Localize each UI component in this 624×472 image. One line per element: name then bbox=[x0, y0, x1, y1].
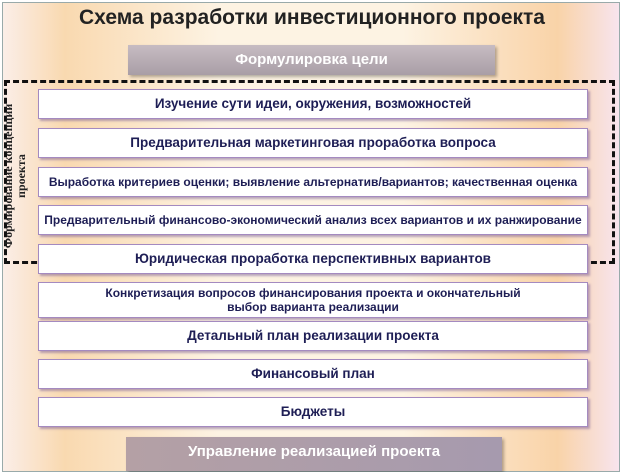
start-box: Формулировка цели bbox=[128, 45, 495, 75]
diagram-title: Схема разработки инвестиционного проекта bbox=[79, 6, 545, 29]
concept-group-label: Формирование концепции проекта bbox=[1, 103, 28, 249]
step-box: Выработка критериев оценки; выявление ал… bbox=[38, 167, 588, 206]
step-box: Юридическая проработка перспективных вар… bbox=[38, 244, 588, 283]
step-box: Детальный план реализации проекта bbox=[38, 321, 588, 360]
step-box: Конкретизация вопросов финансирования пр… bbox=[38, 282, 588, 327]
step-box: Предварительный финансово-экономический … bbox=[38, 205, 588, 244]
step-box: Предварительная маркетинговая проработка… bbox=[38, 128, 588, 167]
step-box: Изучение сути идеи, окружения, возможнос… bbox=[38, 89, 588, 128]
end-box: Управление реализацией проекта bbox=[126, 437, 502, 471]
step-box: Бюджеты bbox=[38, 397, 588, 436]
step-box: Финансовый план bbox=[38, 359, 588, 398]
